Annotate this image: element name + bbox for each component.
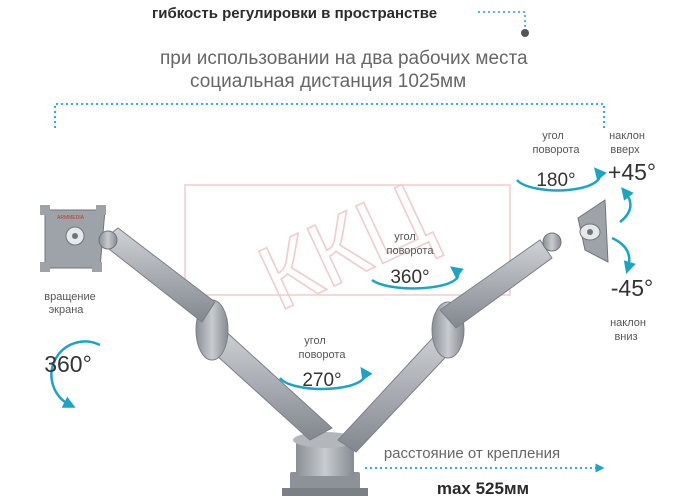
brand-label: ARMMEDIA [57, 215, 85, 221]
screen-rotation-angle: 360° [44, 351, 92, 377]
monitor-arm: ARMMEDIA [40, 199, 609, 496]
title-pointer-dot [521, 29, 529, 37]
left-tilt-joint [98, 230, 118, 250]
subtitle-line2: социальная дистанция 1025мм [190, 71, 466, 92]
right-tilt-joint [542, 232, 562, 252]
distance-bracket [54, 103, 605, 128]
tilt-up-angle: +45° [608, 159, 656, 185]
center-turn-arrow [371, 266, 464, 290]
center-turn-label-2: поворота [387, 245, 435, 257]
right-vesa-plate [577, 199, 609, 263]
arm-base-plate [290, 472, 360, 492]
tilt-up-arrow [619, 187, 634, 223]
tilt-down-arrow [611, 236, 636, 274]
right-turn-label-2: поворота [533, 144, 581, 156]
left-vesa-plate: ARMMEDIA [40, 205, 106, 272]
tilt-down-label-1: наклон [610, 317, 646, 329]
screen-rotation-arrow [50, 340, 101, 408]
tilt-down-label-2: вниз [614, 331, 637, 343]
right-turn-label-1: угол [542, 130, 564, 142]
arm-base [282, 488, 368, 496]
tilt-up-label-1: наклон [609, 130, 645, 142]
tilt-down-angle: -45° [611, 275, 653, 301]
distance-value: max 525мм [437, 479, 529, 498]
screen-rotation-label-1: вращение [44, 291, 95, 303]
base-turn-label-1: угол [304, 335, 326, 347]
base-turn-arrow [278, 366, 373, 391]
title: гибкость регулировки в пространстве [152, 5, 437, 22]
tilt-up-label-2: вверх [610, 144, 640, 156]
right-turn-angle: 180° [536, 170, 575, 191]
center-turn-angle: 360° [390, 267, 429, 288]
distance-caption: расстояние от крепления [384, 445, 560, 462]
right-turn-arrow [516, 167, 607, 192]
screen-rotation-label-2: экрана [49, 304, 85, 316]
upper-right-arm [439, 239, 553, 329]
base-turn-label-2: поворота [299, 349, 347, 361]
center-turn-label-1: угол [394, 231, 416, 243]
title-pointer [478, 11, 526, 30]
base-turn-angle: 270° [302, 370, 341, 391]
subtitle-line1: при использовании на два рабочих места [160, 48, 528, 69]
